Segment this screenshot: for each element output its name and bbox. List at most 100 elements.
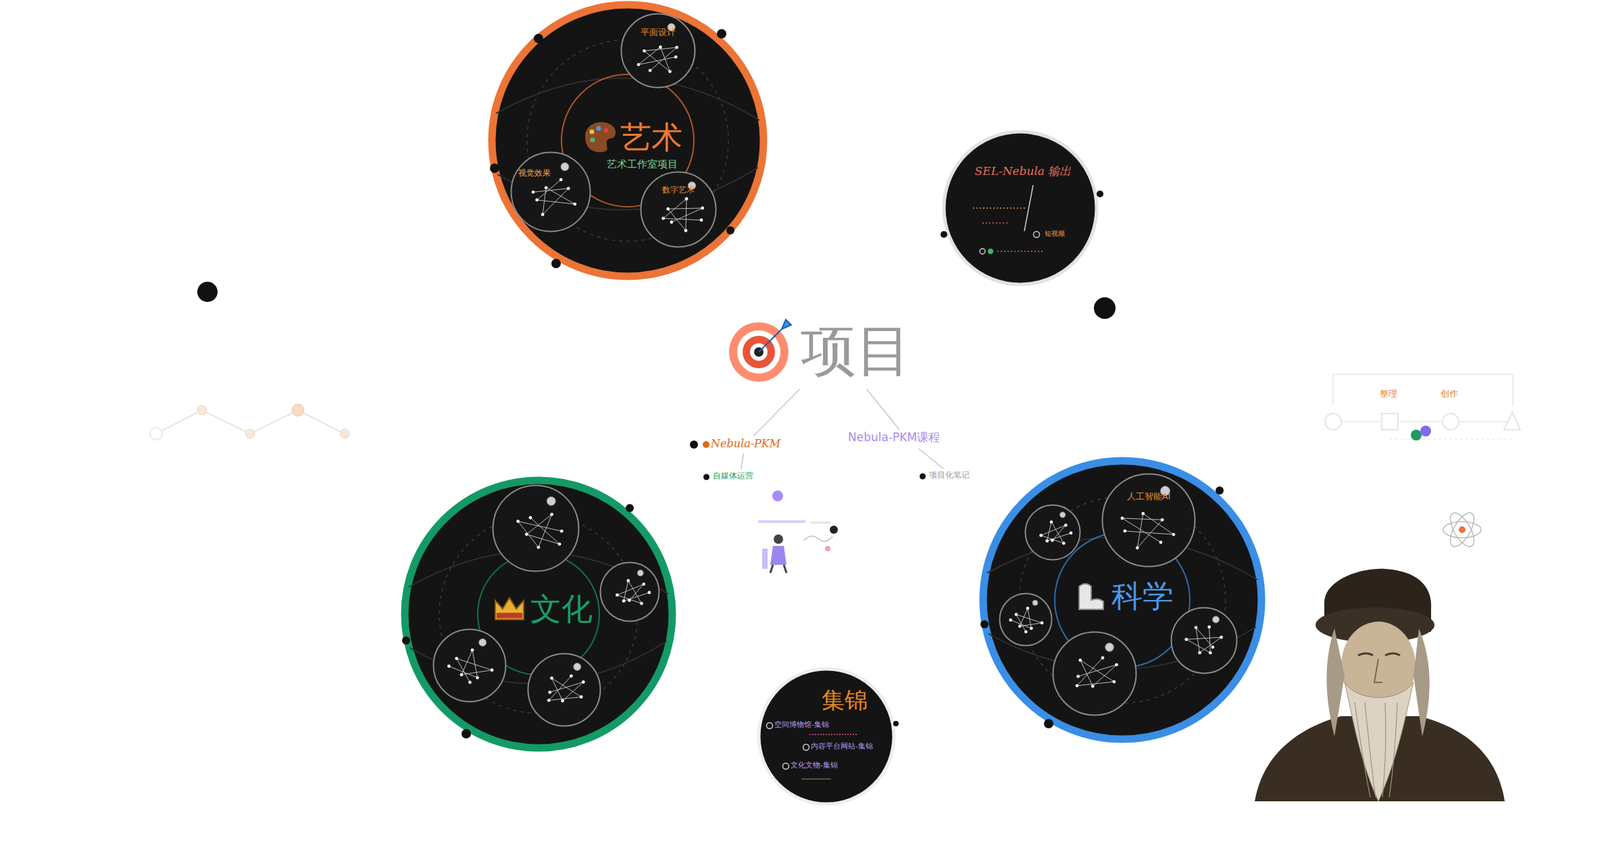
node-title: 平面设计 bbox=[629, 27, 687, 38]
branch-connector bbox=[741, 453, 744, 470]
constellation-line bbox=[548, 697, 582, 701]
portrait-brows bbox=[1358, 653, 1400, 656]
illustration-squiggle bbox=[804, 535, 833, 542]
constellation-star bbox=[1040, 621, 1044, 625]
node-title: 项目化笔记 bbox=[929, 470, 987, 481]
constellation-star bbox=[615, 593, 619, 597]
sub-orbit bbox=[621, 14, 696, 88]
node-shape bbox=[620, 12, 696, 89]
constellation-star bbox=[668, 69, 672, 73]
constellation-star bbox=[1039, 533, 1043, 538]
constellation-star bbox=[1207, 625, 1211, 629]
constellation-star bbox=[1120, 516, 1124, 521]
constellation-line bbox=[1077, 681, 1115, 686]
constellation-star bbox=[1075, 683, 1080, 688]
sub-orbit bbox=[1102, 474, 1196, 567]
item-bullet bbox=[987, 248, 994, 255]
node-title: SEL-Nebula 输出 bbox=[962, 164, 1084, 179]
topic-circle: 艺术艺术工作室项目平面设计视觉效果数字艺术 bbox=[487, 0, 768, 281]
constellation-star bbox=[648, 68, 653, 73]
constellation-line bbox=[542, 188, 569, 215]
node-detail: 内容平台网站-集锦 bbox=[810, 742, 892, 752]
constellation-star bbox=[1114, 662, 1119, 667]
timeline-point bbox=[291, 404, 305, 417]
constellation-star bbox=[531, 190, 536, 194]
node-title: 项目 bbox=[800, 318, 946, 383]
constellation-star bbox=[666, 207, 670, 211]
timeline-point bbox=[339, 429, 350, 439]
constellation-star bbox=[1211, 645, 1215, 649]
constellation-star bbox=[558, 542, 562, 546]
constellation-star bbox=[1184, 637, 1188, 642]
constellation-star bbox=[544, 185, 548, 190]
process-line bbox=[1389, 438, 1513, 440]
floating-dot bbox=[197, 281, 218, 303]
faint-label: 整理 bbox=[1379, 389, 1407, 400]
planet bbox=[1105, 643, 1115, 653]
constellation-star bbox=[468, 681, 472, 685]
process-icon bbox=[1325, 413, 1342, 430]
item-bullet bbox=[1033, 231, 1040, 238]
item-bullet bbox=[766, 722, 773, 730]
constellation-star bbox=[1112, 680, 1116, 684]
constellation-star bbox=[560, 529, 564, 534]
planet bbox=[573, 662, 582, 671]
process-icon bbox=[1442, 413, 1459, 430]
constellation-star bbox=[685, 197, 689, 201]
item-line bbox=[809, 733, 859, 736]
constellation-star bbox=[1050, 520, 1054, 524]
crown-icon bbox=[495, 597, 524, 620]
constellation-star bbox=[626, 579, 630, 583]
constellation-line bbox=[1125, 531, 1174, 535]
item-line bbox=[997, 250, 1044, 253]
constellation-star bbox=[641, 582, 646, 586]
branch-connector bbox=[866, 389, 900, 430]
illustration-bar bbox=[810, 521, 832, 524]
branch-node: Nebula-PKM课程 bbox=[847, 429, 967, 449]
constellation-star bbox=[547, 690, 552, 694]
node-title: 科学 bbox=[1111, 578, 1193, 615]
constellation-line bbox=[1143, 513, 1174, 535]
constellation-star bbox=[1197, 651, 1202, 655]
constellation-line bbox=[1209, 627, 1211, 653]
topic-circle: 文化 bbox=[400, 476, 677, 753]
constellation-star bbox=[1159, 540, 1163, 544]
circle-outline bbox=[758, 668, 894, 805]
node-shape bbox=[510, 151, 592, 233]
node-detail: 空间博物馆-集锦 bbox=[774, 720, 890, 730]
faint-timeline bbox=[150, 404, 350, 440]
constellation-star bbox=[700, 206, 705, 211]
atom-orbit bbox=[1443, 521, 1482, 538]
faint-label: 创作 bbox=[1440, 389, 1468, 400]
illustration-dot bbox=[772, 490, 784, 502]
constellation-line bbox=[616, 595, 642, 605]
constellation-star bbox=[470, 648, 475, 653]
atom-orbit bbox=[1445, 509, 1480, 550]
branch-connector bbox=[918, 448, 944, 469]
constellation-line bbox=[1186, 637, 1222, 640]
constellation-line bbox=[650, 47, 677, 71]
constellation-star bbox=[1029, 627, 1034, 631]
constellation-line bbox=[472, 650, 478, 678]
node-title: 自媒体运营 bbox=[712, 471, 778, 482]
node-title: 人工智能AI bbox=[1114, 491, 1183, 503]
constellation-line bbox=[685, 198, 687, 231]
constellation-line bbox=[1019, 608, 1028, 627]
planet bbox=[1060, 512, 1066, 518]
item-bullet bbox=[803, 744, 810, 751]
branch-node: 项目化笔记 bbox=[918, 468, 987, 484]
constellation-line bbox=[1078, 664, 1117, 677]
constellation-star bbox=[658, 45, 663, 49]
constellation-star bbox=[516, 519, 520, 523]
constellation-line bbox=[538, 514, 553, 548]
palette-icon bbox=[585, 122, 616, 153]
constellation-line bbox=[1027, 608, 1032, 629]
constellation-star bbox=[1219, 635, 1223, 640]
constellation-star bbox=[447, 664, 451, 669]
node-title: 集锦 bbox=[821, 687, 890, 714]
timeline-point bbox=[150, 427, 163, 440]
portrait-hair bbox=[1413, 628, 1430, 737]
illustration-dot bbox=[829, 525, 838, 534]
constellation-star bbox=[536, 545, 540, 550]
constellation-line bbox=[1137, 513, 1143, 548]
